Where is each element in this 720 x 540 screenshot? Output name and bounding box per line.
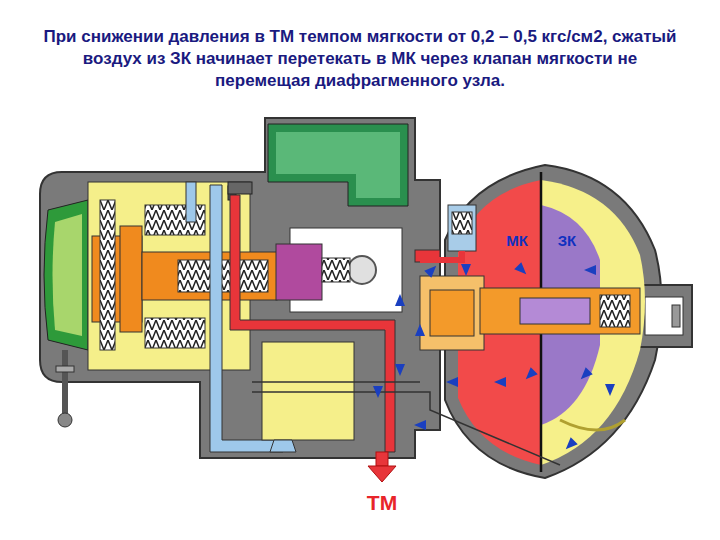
left-chamber-part (58, 413, 72, 427)
tm-outlet-arrow-part (368, 466, 396, 482)
tm-outlet-arrow-part (376, 452, 388, 466)
diaphragm-chamber-part (480, 288, 640, 334)
tm-outlet-arrow (368, 452, 396, 482)
air-channels-part (252, 381, 420, 383)
left-chamber (44, 182, 277, 427)
diaphragm-chamber-part (600, 295, 630, 327)
housing-part (40, 118, 440, 458)
middle-chamber-part (228, 182, 252, 194)
flow-arrows (373, 262, 615, 453)
left-chamber-part (100, 200, 115, 350)
chamber-label: МК (506, 232, 528, 249)
diaphragm-chamber-part (430, 290, 474, 336)
flow-arrows-part (494, 377, 506, 387)
title: При снижении давления в ТМ темпом мягкос… (40, 26, 680, 92)
air-channels (252, 382, 560, 465)
middle-chamber (210, 124, 408, 452)
left-chamber-part (145, 318, 205, 348)
left-chamber-part (178, 260, 268, 292)
diaphragm-chamber-part (452, 212, 472, 234)
housing (40, 118, 692, 478)
middle-chamber-part (322, 258, 350, 282)
flow-arrows-part (446, 377, 458, 387)
flow-arrows-part (562, 437, 578, 453)
diaphragm-chamber-part (520, 298, 590, 324)
chamber-label: ЗК (558, 232, 577, 249)
left-chamber-part (44, 200, 88, 350)
left-chamber-part (186, 182, 196, 222)
flow-arrows-part (584, 265, 596, 275)
middle-chamber-part (276, 132, 400, 198)
diaphragm-chamber-part (420, 276, 484, 350)
housing-part (672, 305, 680, 327)
middle-chamber-part (268, 124, 408, 206)
middle-chamber-part (276, 244, 322, 300)
housing-part (645, 297, 683, 335)
middle-chamber-part (262, 342, 354, 440)
left-chamber-part (56, 366, 74, 372)
flow-arrows-part (522, 367, 538, 383)
middle-chamber-part (348, 256, 376, 284)
flow-arrows-part (395, 364, 405, 376)
flow-arrows-part (461, 264, 471, 276)
flow-arrows-part (373, 386, 383, 398)
left-chamber-part (62, 350, 68, 415)
diaphragm-chamber-part (448, 205, 476, 251)
flow-arrows-part (577, 367, 593, 383)
flow-arrows-part (424, 262, 440, 278)
chamber-label: ТМ (367, 491, 397, 515)
flow-arrows-part (605, 384, 615, 396)
left-chamber-part (53, 214, 83, 336)
flow-arrows-part (514, 262, 530, 278)
left-chamber-part (120, 226, 142, 332)
air-channels-part (252, 392, 560, 465)
flow-arrows-part (395, 294, 405, 306)
diaphragm-chamber-part (560, 420, 625, 430)
flow-arrows-part (414, 420, 426, 430)
middle-chamber-part (270, 440, 296, 452)
diaphragm-chamber-part (420, 251, 462, 260)
flow-arrows-part (415, 324, 425, 336)
diaphragm-chamber (415, 172, 645, 472)
